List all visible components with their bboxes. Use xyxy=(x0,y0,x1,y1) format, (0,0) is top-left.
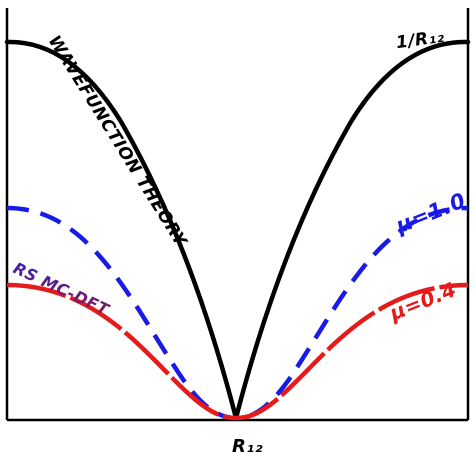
inverse-r-label: 1/R₁₂ xyxy=(395,27,446,54)
rs-mc-dft-label: RS MC-DFT xyxy=(10,258,112,319)
mu-0-4-curve xyxy=(6,282,469,421)
mu-1-label: μ=1.0 xyxy=(392,188,469,238)
wavefunction-theory-label: WAVEFUNCTION THEORY xyxy=(44,32,191,251)
x-axis-label: R₁₂ xyxy=(232,436,263,457)
mu-0-4-label: μ=0.4 xyxy=(385,277,459,326)
